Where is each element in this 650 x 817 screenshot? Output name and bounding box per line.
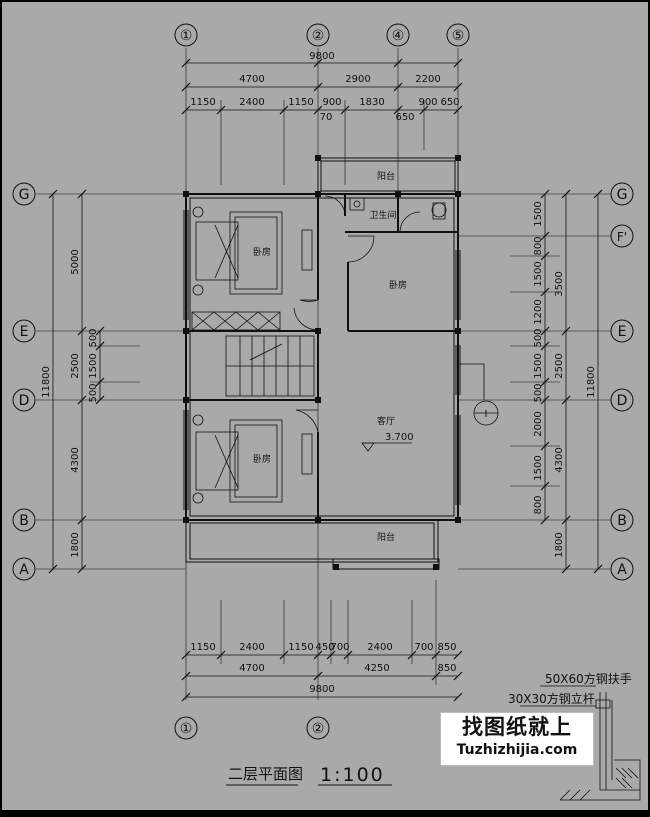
dim-right-total: 11800: [586, 366, 597, 398]
watermark-en: Tuzhizhijia.com: [456, 742, 578, 758]
room-living: 客厅: [377, 415, 395, 427]
dim-bot-r1-0: 1150: [190, 642, 215, 653]
axis-right-e: E: [618, 324, 627, 340]
right-dimensions: 11800 3500 2500 4300 1800 1500 800 1500 …: [533, 201, 597, 557]
dim-right-inner-8: 1500: [533, 455, 544, 480]
axis-left-e: E: [20, 324, 29, 340]
dim-right-inner-0: 1500: [533, 201, 544, 226]
dim-left-4300: 4300: [70, 447, 81, 472]
axis-labels: ① ② ④ ⑤ ① ② G E D B A G F' E D B A: [19, 28, 628, 737]
detail-label-2: 30X30方钢立杆: [508, 691, 595, 706]
dim-right-inner-9: 800: [533, 495, 544, 514]
top-dimensions: 9800 4700 2900 2200 1150 2400 1150 900 1…: [190, 51, 459, 123]
columns: [183, 155, 461, 570]
axis-left-a: A: [19, 562, 29, 578]
drawing-scale: 1:100: [320, 764, 385, 786]
room-balcony-top: 阳台: [377, 170, 395, 182]
doors: [293, 195, 421, 433]
room-balcony-bottom: 阳台: [377, 531, 395, 543]
dim-bot-r1-1: 2400: [239, 642, 264, 653]
thin-walls: [183, 157, 461, 570]
dim-top-2200: 2200: [415, 74, 440, 85]
axis-right-d: D: [617, 393, 628, 409]
dim-top-2900: 2900: [345, 74, 370, 85]
watermark-cn: 找图纸就上: [462, 715, 572, 739]
dim-bot-r2-0: 4700: [239, 663, 264, 674]
furniture: [191, 197, 447, 504]
dim-right-2500: 2500: [554, 353, 565, 378]
dim-bot-total: 9800: [309, 684, 334, 695]
dim-left-5000: 5000: [70, 249, 81, 274]
dim-left-2500: 2500: [70, 353, 81, 378]
axis-bubbles: [12, 23, 634, 740]
railing-detail: [520, 685, 641, 801]
axis-top-5: ⑤: [452, 28, 465, 44]
axis-bottom-2: ②: [312, 721, 325, 737]
dim-right-4300: 4300: [554, 447, 565, 472]
axis-right-a: A: [617, 562, 627, 578]
extension-lines: [90, 100, 560, 685]
dim-top-r3-2: 1150: [288, 97, 313, 108]
axis-right-g: G: [617, 187, 628, 203]
dim-top-r3-1: 2400: [239, 97, 264, 108]
dim-top-total: 9800: [309, 51, 334, 62]
dim-right-inner-4: 500: [533, 328, 544, 347]
dim-bot-r1-4: 700: [330, 642, 349, 653]
left-dimensions: 11800 5000 2500 4300 1800 500 1500 500: [41, 249, 99, 557]
dim-right-1800: 1800: [554, 532, 565, 557]
dim-bot-r1-3: 450: [315, 642, 334, 653]
room-bathroom: 卫生间: [369, 209, 396, 221]
dim-bot-r1-2: 1150: [288, 642, 313, 653]
dim-right-inner-7: 2000: [533, 411, 544, 436]
dim-right-inner-3: 1200: [533, 299, 544, 324]
dim-top-4700: 4700: [239, 74, 264, 85]
section-marker: I: [458, 363, 499, 426]
axis-left-g: G: [19, 187, 30, 203]
elevation-mark: 3.700: [361, 432, 414, 452]
room-bedroom-left-top: 卧房: [253, 246, 271, 258]
axis-left-d: D: [19, 393, 30, 409]
room-bedroom-left-bottom: 卧房: [253, 453, 271, 465]
dim-right-3500: 3500: [554, 271, 565, 296]
dimension-lines: [52, 62, 599, 698]
dim-top-r3-5: 900: [418, 97, 437, 108]
dim-right-inner-1: 800: [533, 236, 544, 255]
dim-left-inner-1: 1500: [88, 353, 99, 378]
dim-right-inner-6: 500: [533, 383, 544, 402]
bottom-dimensions: 1150 2400 1150 450 700 2400 700 850 4700…: [190, 642, 456, 695]
axis-top-1: ①: [180, 28, 193, 44]
axis-top-4: ④: [392, 28, 405, 44]
dim-top-extra-0: 70: [320, 112, 333, 123]
drawing-title: 二层平面图: [228, 765, 303, 783]
dim-left-inner-2: 500: [88, 383, 99, 402]
dim-bot-r1-6: 700: [414, 642, 433, 653]
section-label: I: [485, 409, 488, 420]
axis-top-2: ②: [312, 28, 325, 44]
room-labels: 阳台 卫生间 卧房 卧房 卧房 客厅 阳台: [253, 170, 407, 543]
axis-right-f: F': [617, 230, 627, 244]
axis-right-b: B: [617, 513, 627, 529]
dim-top-r3-4: 1830: [359, 97, 384, 108]
dim-left-total: 11800: [41, 366, 52, 398]
axis-bottom-1: ①: [180, 721, 193, 737]
elevation-value: 3.700: [385, 432, 414, 443]
dim-left-inner-0: 500: [88, 328, 99, 347]
dim-top-r3-0: 1150: [190, 97, 215, 108]
watermark: 找图纸就上 Tuzhizhijia.com: [440, 712, 594, 766]
detail-label-1: 50X60方钢扶手: [545, 671, 632, 686]
dim-bot-r1-7: 850: [437, 642, 456, 653]
dim-top-r3-3: 900: [322, 97, 341, 108]
dim-bot-r1-5: 2400: [367, 642, 392, 653]
dim-top-r3-6: 650: [440, 97, 459, 108]
dim-left-1800: 1800: [70, 532, 81, 557]
room-bedroom-right: 卧房: [389, 279, 407, 291]
axis-left-b: B: [19, 513, 29, 529]
dim-right-inner-5: 1500: [533, 353, 544, 378]
dim-bot-r2-2: 850: [437, 663, 456, 674]
dim-top-extra-1: 650: [395, 112, 414, 123]
dim-bot-r2-1: 4250: [364, 663, 389, 674]
dim-right-inner-2: 1500: [533, 261, 544, 286]
